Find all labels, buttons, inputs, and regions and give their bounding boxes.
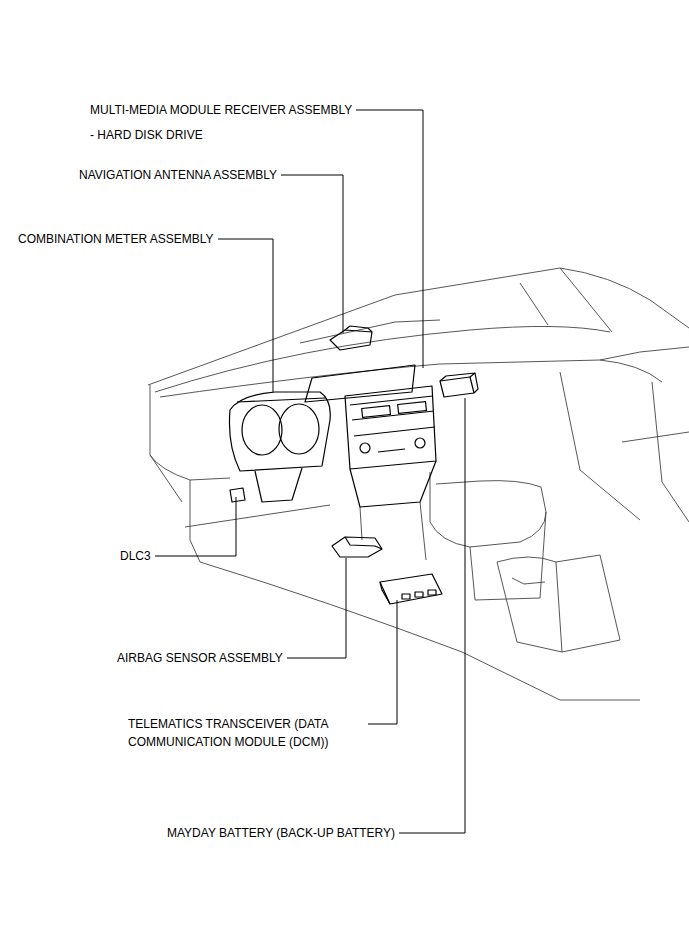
airbag-sensor — [332, 537, 382, 557]
dlc3-connector — [230, 488, 245, 502]
leader-line — [399, 398, 465, 833]
part-label: COMBINATION METER ASSEMBLY — [18, 230, 214, 248]
vehicle-body — [148, 268, 689, 700]
telematics-transceiver — [380, 574, 442, 604]
navigation-antenna — [330, 330, 372, 350]
leader-line — [281, 175, 343, 333]
multi-media-receiver — [345, 386, 436, 469]
component-drawings — [229, 326, 478, 604]
leader-line — [356, 110, 423, 368]
leader-line — [332, 600, 397, 724]
part-label: MULTI-MEDIA MODULE RECEIVER ASSEMBLY — [90, 101, 352, 119]
leader-line — [287, 558, 346, 658]
leader-line — [155, 497, 236, 556]
part-label: DLC3 — [120, 547, 151, 565]
part-label: NAVIGATION ANTENNA ASSEMBLY — [79, 166, 277, 184]
part-label: MAYDAY BATTERY (BACK-UP BATTERY) — [167, 824, 395, 842]
part-label: AIRBAG SENSOR ASSEMBLY — [117, 649, 283, 667]
mayday-battery — [440, 377, 474, 397]
part-label: - HARD DISK DRIVE — [90, 126, 203, 144]
leader-line — [218, 239, 273, 392]
part-label: TELEMATICS TRANSCEIVER (DATA COMMUNICATI… — [128, 715, 368, 751]
display — [305, 365, 415, 402]
combination-meter — [229, 392, 330, 471]
